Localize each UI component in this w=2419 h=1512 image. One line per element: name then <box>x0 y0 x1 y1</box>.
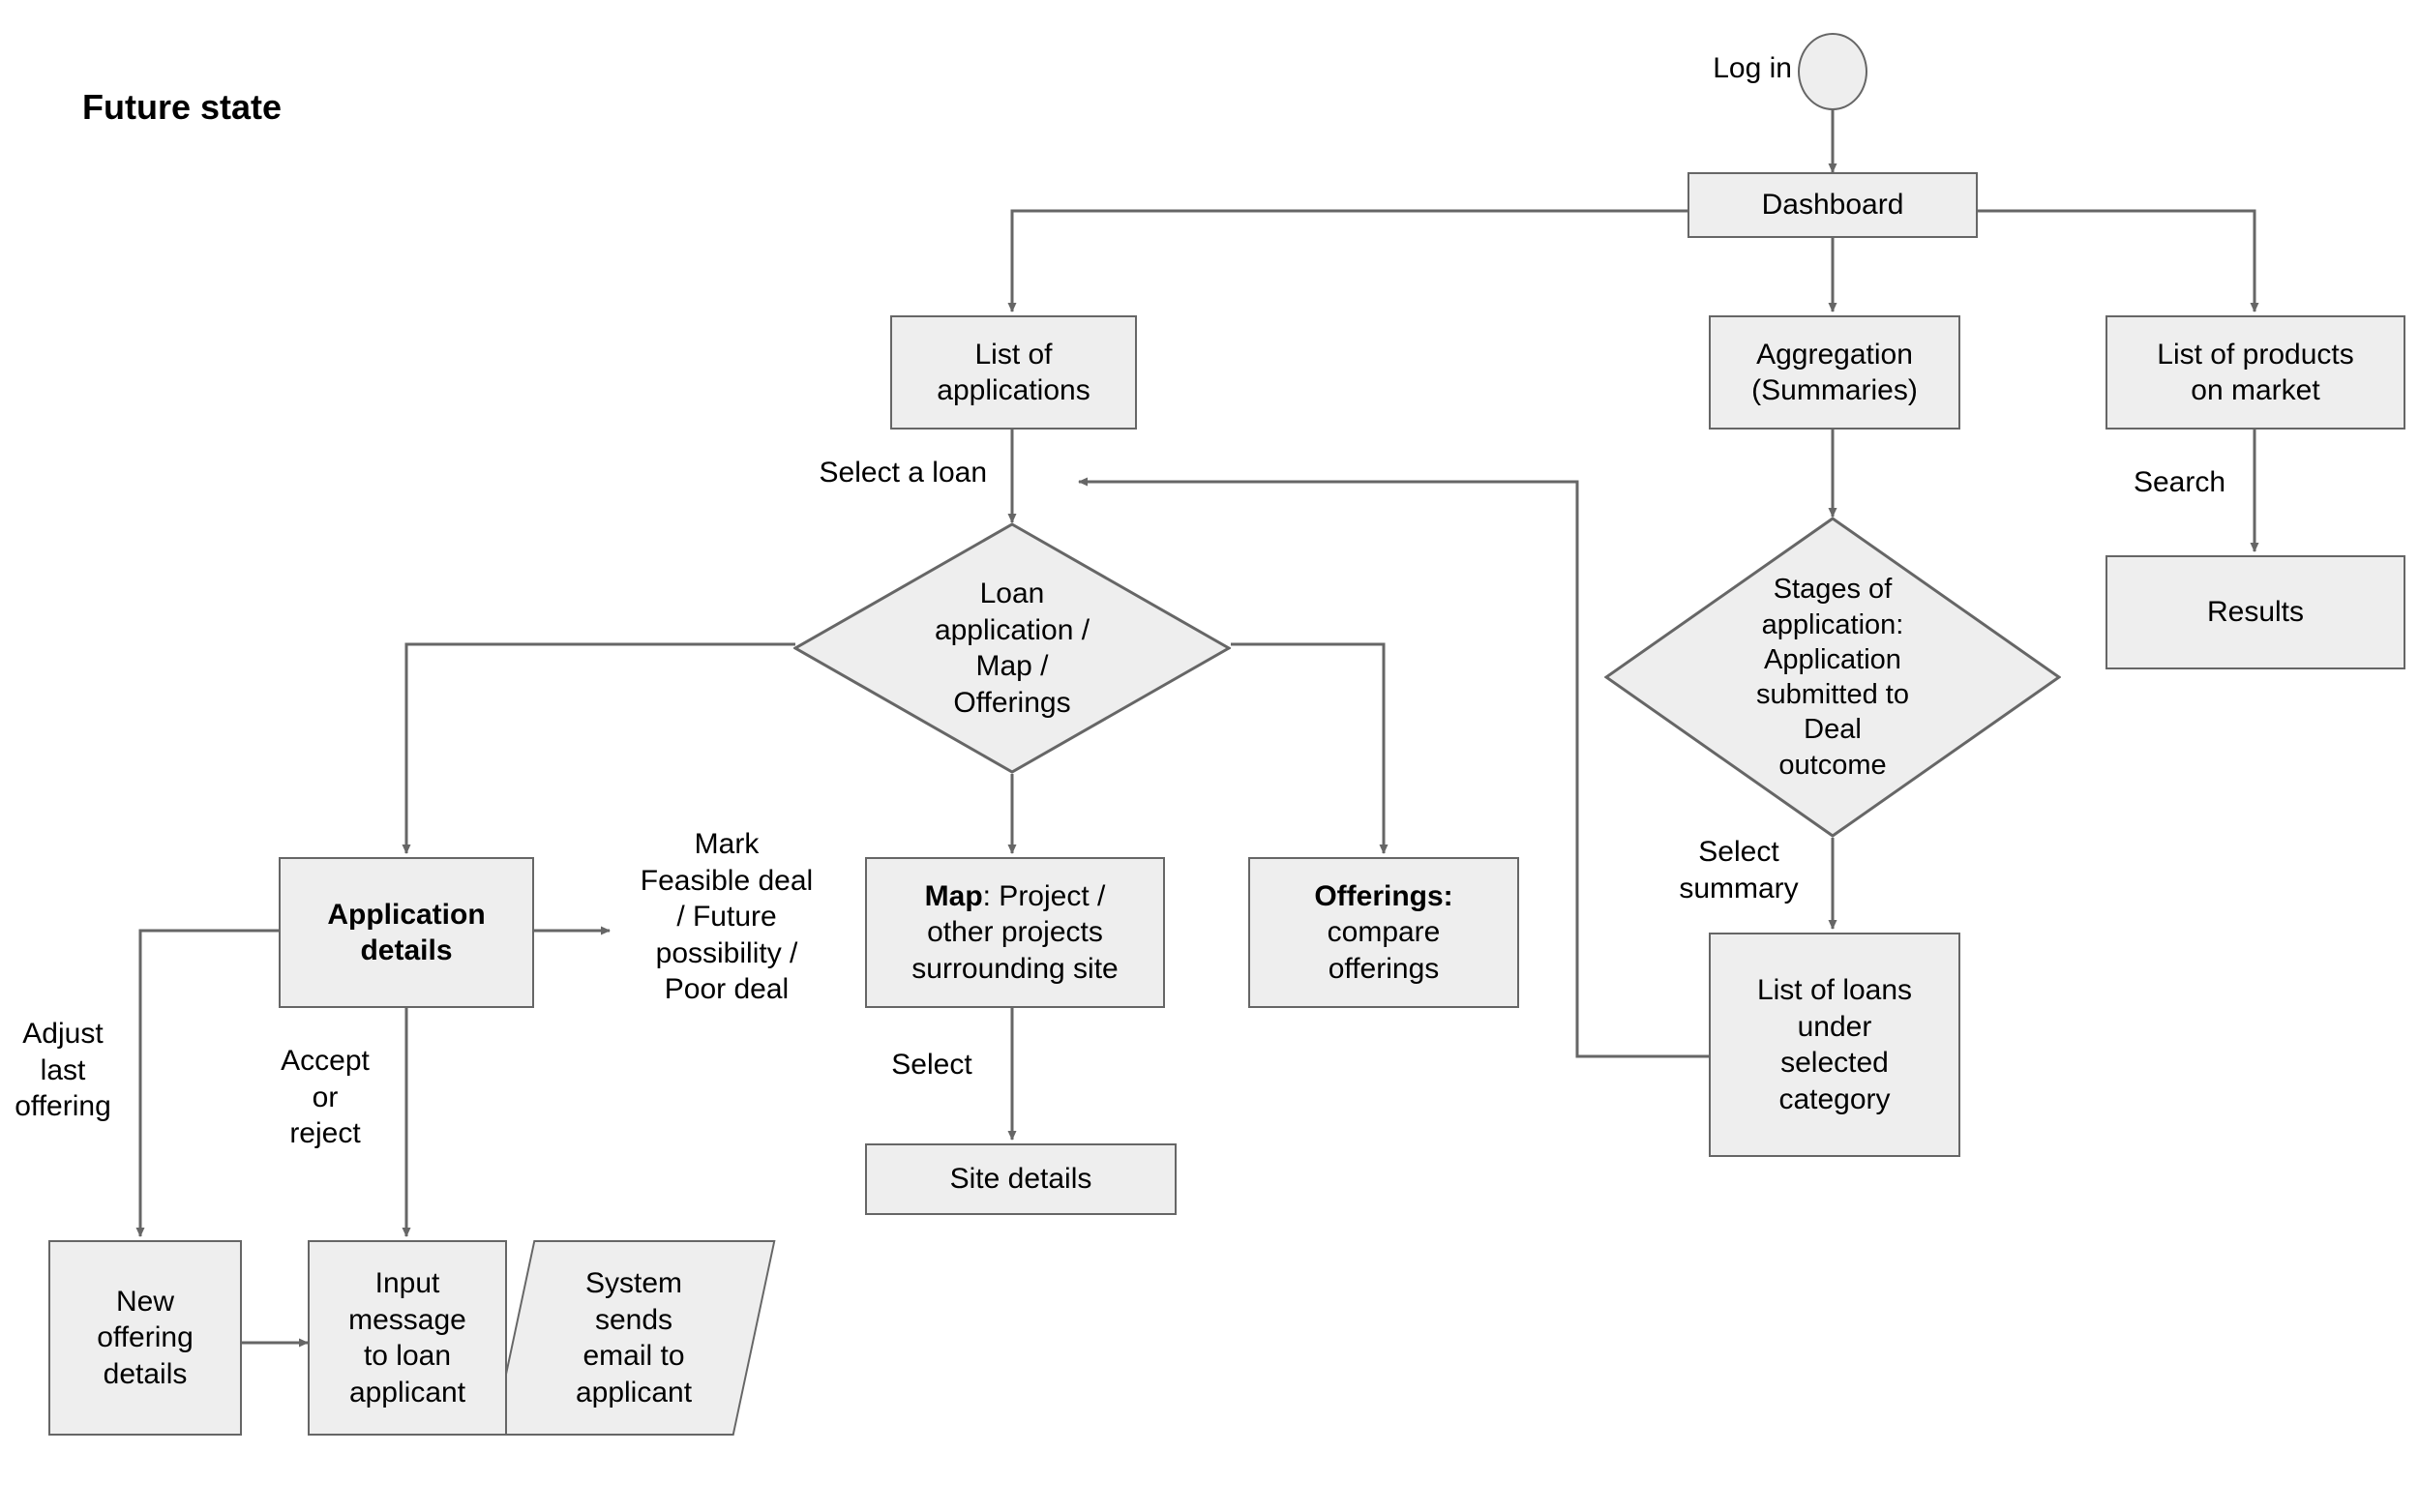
node-offerings[interactable]: Offerings: compare offerings <box>1248 857 1519 1008</box>
node-input-message-label: Input message to loan applicant <box>348 1267 466 1408</box>
node-results-label: Results <box>2206 596 2305 629</box>
node-stages-decision-label: Stages of application: Application submi… <box>1756 574 1909 781</box>
node-system-sends-email[interactable]: System sends email to applicant <box>492 1240 776 1436</box>
node-aggregation-label: Aggregation (Summaries) <box>1751 338 1918 407</box>
node-aggregation[interactable]: Aggregation (Summaries) <box>1709 315 1960 430</box>
edge-label-log-in: Log in <box>1713 52 1792 84</box>
node-system-sends-email-label: System sends email to applicant <box>575 1267 693 1408</box>
node-map[interactable]: Map: Project / other projects surroundin… <box>865 857 1165 1008</box>
node-loan-decision-label: Loan application / Map / Offerings <box>934 578 1090 719</box>
edge-label-adjust-last-offering: Adjust last offering <box>15 1018 111 1122</box>
node-dashboard[interactable]: Dashboard <box>1687 172 1978 238</box>
node-site-details[interactable]: Site details <box>865 1143 1177 1215</box>
node-list-of-applications-label: List of applications <box>937 338 1090 407</box>
node-map-label-bold: Map <box>924 879 983 912</box>
node-loan-decision[interactable]: Loan application / Map / Offerings <box>793 522 1231 774</box>
node-application-details-label: Application details <box>327 898 486 967</box>
edge-label-select-summary: Select summary <box>1679 836 1799 904</box>
node-list-of-loans-label: List of loans under selected category <box>1756 974 1913 1115</box>
node-site-details-label: Site details <box>949 1163 1092 1196</box>
node-results[interactable]: Results <box>2105 555 2405 669</box>
edge-label-accept-or-reject: Accept or reject <box>281 1045 370 1149</box>
node-application-details[interactable]: Application details <box>279 857 534 1008</box>
node-offerings-label-rest: compare offerings <box>1327 916 1441 985</box>
node-new-offering-details-label: New offering details <box>97 1285 194 1390</box>
node-map-label-rest: : Project / other projects surrounding s… <box>911 879 1119 985</box>
edge-label-select-a-loan: Select a loan <box>819 457 987 489</box>
edge-label-search: Search <box>2133 466 2226 498</box>
node-stages-decision[interactable]: Stages of application: Application submi… <box>1604 517 2061 838</box>
node-list-of-applications[interactable]: List of applications <box>890 315 1137 430</box>
edge-label-select-site: Select <box>891 1049 972 1081</box>
node-new-offering-details[interactable]: New offering details <box>48 1240 242 1436</box>
start-node[interactable] <box>1798 33 1867 110</box>
node-list-of-products[interactable]: List of products on market <box>2105 315 2405 430</box>
node-offerings-label-bold: Offerings: <box>1314 879 1453 912</box>
node-input-message[interactable]: Input message to loan applicant <box>308 1240 507 1436</box>
node-dashboard-label: Dashboard <box>1761 189 1904 222</box>
node-list-of-loans[interactable]: List of loans under selected category <box>1709 933 1960 1157</box>
edge-label-mark-deal: Mark Feasible deal / Future possibility … <box>640 828 814 1005</box>
node-list-of-products-label: List of products on market <box>2157 338 2354 407</box>
page-title: Future state <box>82 87 283 127</box>
